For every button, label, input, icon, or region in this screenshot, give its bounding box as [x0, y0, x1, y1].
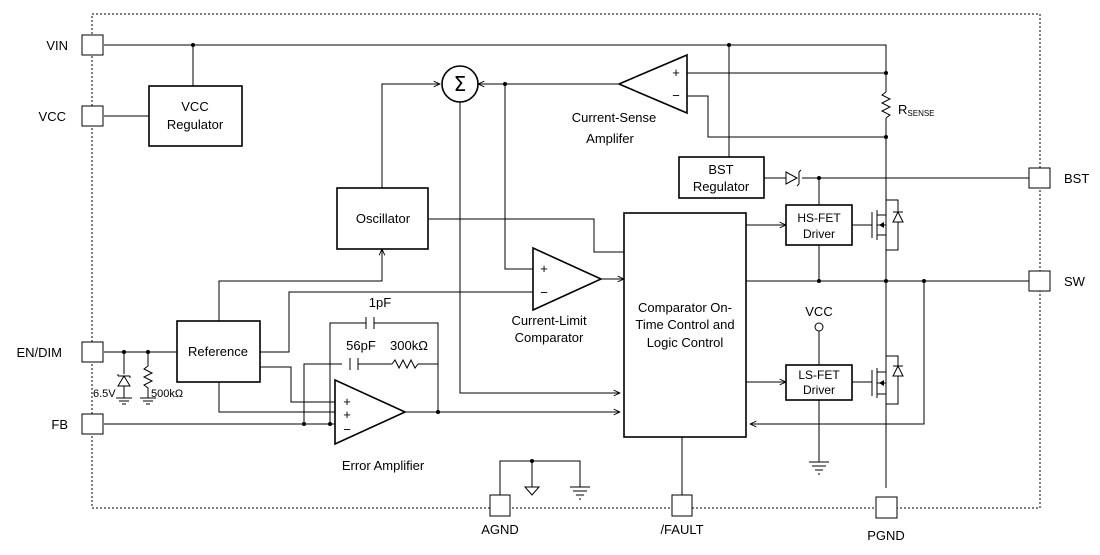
cl-label-2: Comparator [515, 330, 584, 345]
logic-label-2: Time Control and [635, 317, 734, 332]
chip-boundary [91, 13, 1041, 509]
current-sense-amplifier: + − Current-Sense Amplifer [572, 53, 688, 146]
reference-block: Reference [176, 320, 261, 383]
res-300k: 300kΩ [390, 338, 428, 370]
current-limit-comparator: + − Current-Limit Comparator [511, 246, 603, 345]
ls-driver-label-1: LS-FET [798, 368, 840, 382]
pin-agnd-label: AGND [481, 522, 519, 537]
comparator-logic-block: Comparator On- Time Control and Logic Co… [623, 212, 747, 438]
res-500k-label: 500kΩ [151, 388, 183, 400]
bst-regulator-label-2: Regulator [693, 179, 750, 194]
cap-56pf-label: 56pF [346, 338, 376, 353]
pin-vcc: VCC [39, 105, 104, 127]
vcc-regulator-block: VCC Regulator [148, 85, 243, 147]
ea-label: Error Amplifier [342, 458, 425, 473]
hs-fet [871, 210, 904, 250]
res-300k-label: 300kΩ [390, 338, 428, 353]
pin-fb: FB [51, 413, 104, 435]
agnd-ground-1 [523, 486, 541, 496]
rsense-label: RSENSE [898, 102, 935, 118]
hs-driver-label-1: HS-FET [797, 211, 841, 225]
cl-label-1: Current-Limit [511, 313, 587, 328]
ea-plus-sign-2: + [343, 407, 351, 422]
summing-junction: Σ [441, 65, 479, 103]
sigma-symbol: Σ [454, 72, 467, 96]
oscillator-label: Oscillator [356, 211, 411, 226]
cl-plus-sign: + [540, 261, 548, 276]
logic-label-1: Comparator On- [638, 300, 732, 315]
ls-fet-driver-block: LS-FET Driver [785, 364, 853, 401]
ls-driver-ground [809, 461, 829, 475]
zener-label: 6.5V [93, 388, 116, 400]
ls-fet [871, 364, 904, 404]
pin-sw-label: SW [1064, 274, 1086, 289]
cap-56pf: 56pF [346, 338, 376, 370]
pin-fault: /FAULT [660, 494, 704, 537]
agnd-ground-2 [570, 486, 590, 500]
junction-dots [122, 43, 926, 463]
vcc-regulator-label-1: VCC [181, 99, 208, 114]
ea-plus-sign-1: + [343, 394, 351, 409]
cs-minus-sign: − [672, 88, 680, 103]
res-500k: 500kΩ [140, 365, 183, 405]
vcc-node-label: VCC [805, 304, 832, 319]
cap-1pf-label: 1pF [369, 295, 391, 310]
bst-regulator-block: BST Regulator [678, 156, 765, 199]
error-amplifier: + + − Error Amplifier [334, 378, 425, 473]
pin-agnd: AGND [481, 494, 519, 537]
pin-pgnd: PGND [867, 496, 905, 543]
pin-en-dim-label: EN/DIM [17, 345, 63, 360]
pin-vcc-label: VCC [39, 109, 66, 124]
cs-amp-label-1: Current-Sense [572, 110, 657, 125]
cs-amp-label-2: Amplifer [586, 131, 634, 146]
pin-en-dim: EN/DIM [17, 341, 104, 363]
ea-minus-sign: − [343, 422, 351, 437]
pin-bst: BST [1028, 167, 1089, 189]
hs-fet-driver-block: HS-FET Driver [785, 204, 853, 246]
hs-driver-label-2: Driver [803, 227, 835, 241]
wires [104, 44, 1029, 495]
vcc-node: VCC [805, 304, 833, 332]
cl-minus-sign: − [540, 285, 548, 300]
bst-diode [785, 169, 802, 187]
pin-vin-label: VIN [46, 38, 68, 53]
logic-label-3: Logic Control [647, 335, 724, 350]
reference-label: Reference [188, 344, 248, 359]
ls-driver-label-2: Driver [803, 383, 835, 397]
zener-diode: 6.5V [93, 374, 132, 405]
cs-plus-sign: + [672, 65, 680, 80]
pin-fault-label: /FAULT [660, 522, 703, 537]
cap-1pf: 1pF [365, 295, 391, 329]
vcc-regulator-label-2: Regulator [167, 117, 224, 132]
pin-fb-label: FB [51, 417, 68, 432]
oscillator-block: Oscillator [336, 187, 429, 250]
rsense-resistor: RSENSE [880, 91, 935, 119]
pin-vin: VIN [46, 34, 104, 56]
bst-regulator-label-1: BST [708, 162, 733, 177]
pin-sw: SW [1028, 270, 1086, 292]
pin-bst-label: BST [1064, 171, 1089, 186]
pin-pgnd-label: PGND [867, 528, 905, 543]
